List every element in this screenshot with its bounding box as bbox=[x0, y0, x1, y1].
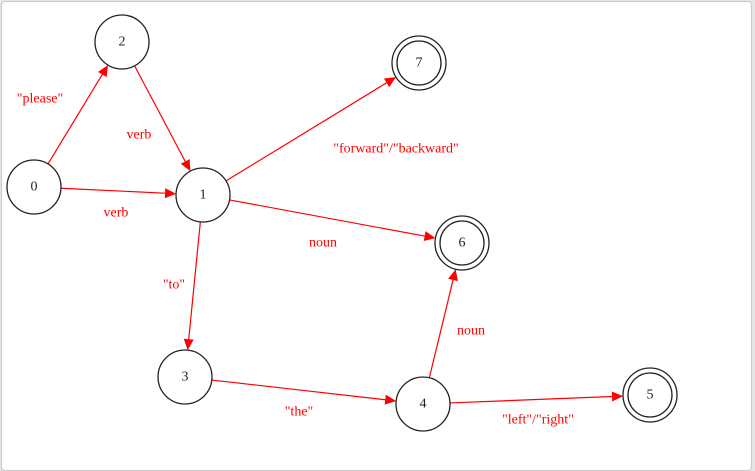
transition-label-3-4: "the" bbox=[285, 405, 314, 420]
state-node-6[interactable]: 6 bbox=[434, 215, 490, 271]
arrowhead-2-1 bbox=[180, 159, 191, 172]
transition-label-2-1: verb bbox=[127, 128, 152, 143]
state-node-5[interactable]: 5 bbox=[622, 367, 678, 423]
arrowhead-0-1 bbox=[164, 188, 177, 199]
state-label: 2 bbox=[119, 35, 126, 50]
accepting-state-inner-ring bbox=[396, 40, 442, 86]
state-label: 6 bbox=[459, 236, 466, 251]
transition-label-4-6: noun bbox=[457, 324, 485, 339]
arrowhead-4-6 bbox=[448, 269, 458, 282]
state-label: 4 bbox=[420, 397, 427, 412]
arrowhead-0-2 bbox=[98, 65, 108, 78]
transitions-layer bbox=[47, 65, 624, 405]
accepting-state-inner-ring bbox=[439, 220, 485, 266]
arrowhead-4-5 bbox=[611, 391, 624, 402]
state-label: 1 bbox=[200, 188, 207, 203]
state-node-4[interactable]: 4 bbox=[395, 376, 451, 432]
transition-label-1-6: noun bbox=[309, 236, 337, 251]
state-label: 7 bbox=[416, 56, 423, 71]
transition-label-1-7: "forward"/"backward" bbox=[333, 142, 458, 157]
state-node-3[interactable]: 3 bbox=[157, 349, 213, 405]
transition-edge-3-4 bbox=[211, 379, 386, 401]
accepting-state-inner-ring bbox=[627, 372, 673, 418]
transition-edge-1-7 bbox=[225, 82, 387, 182]
state-node-7[interactable]: 7 bbox=[391, 35, 447, 91]
state-circle bbox=[94, 14, 150, 70]
transition-edge-2-1 bbox=[134, 65, 186, 162]
transition-edge-1-3 bbox=[188, 221, 201, 340]
state-label: 0 bbox=[31, 180, 38, 195]
arrowhead-3-4 bbox=[384, 394, 397, 405]
transition-edge-0-1 bbox=[60, 187, 166, 194]
state-label: 3 bbox=[182, 370, 189, 385]
transition-edge-0-2 bbox=[47, 74, 103, 165]
transition-edge-4-5 bbox=[449, 395, 613, 404]
transition-edge-1-6 bbox=[229, 199, 425, 237]
state-node-2[interactable]: 2 bbox=[94, 14, 150, 70]
state-circle bbox=[175, 167, 231, 223]
arrowhead-1-7 bbox=[383, 77, 396, 88]
arrowhead-1-6 bbox=[423, 231, 436, 241]
state-circle bbox=[6, 159, 62, 215]
transition-label-0-1: verb bbox=[104, 206, 129, 221]
transition-label-0-2: "please" bbox=[17, 92, 63, 107]
transition-labels-layer: "please" verb verb "forward"/"backward" noun… bbox=[17, 92, 574, 428]
transition-label-1-3: "to" bbox=[163, 278, 185, 293]
state-label: 5 bbox=[647, 388, 654, 403]
states-layer: 0 1 2 3 4 5 6 7 bbox=[6, 14, 678, 432]
state-node-1[interactable]: 1 bbox=[175, 167, 231, 223]
state-node-0[interactable]: 0 bbox=[6, 159, 62, 215]
transition-label-4-5: "left"/"right" bbox=[502, 413, 574, 428]
state-circle bbox=[157, 349, 213, 405]
state-circle bbox=[395, 376, 451, 432]
arrowhead-1-3 bbox=[183, 338, 194, 351]
transition-edge-4-6 bbox=[428, 279, 454, 378]
